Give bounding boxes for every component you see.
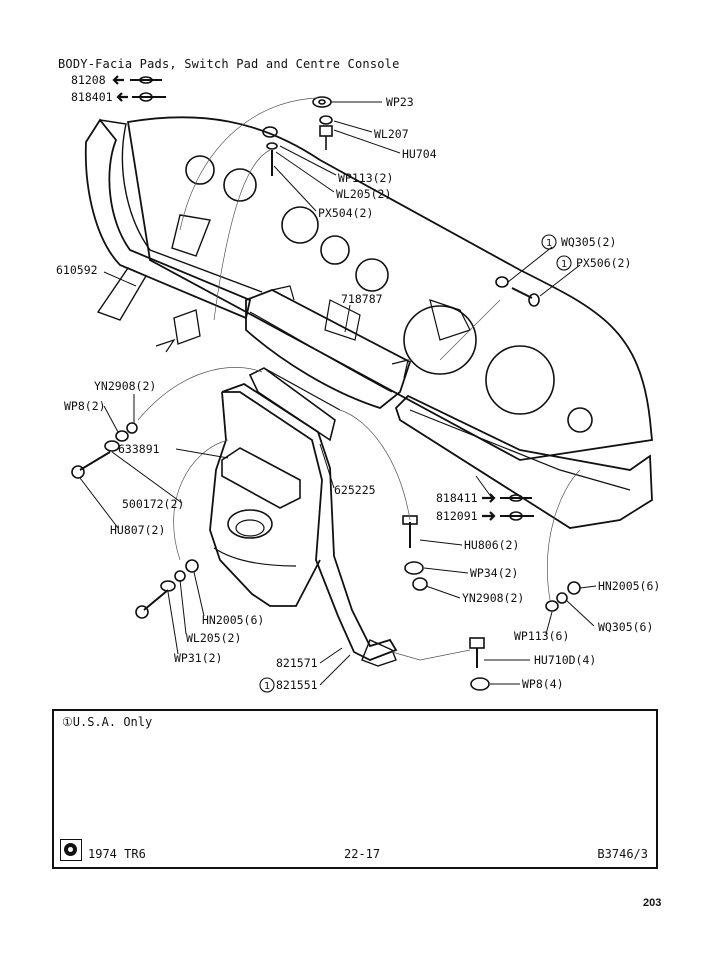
label-wq305-2: WQ305(2) (561, 235, 616, 249)
gauge-hole (223, 168, 257, 202)
label-821571: 821571 (276, 656, 318, 670)
usa-marker-label: 1 (561, 259, 567, 270)
fixing-hn2005-wq305-wp113-right (545, 581, 581, 612)
label-wp113-6: WP113(6) (514, 629, 569, 643)
label-wp31-2: WP31(2) (174, 651, 222, 665)
left-arrow-icon (116, 92, 128, 102)
label-821551: 821551 (276, 678, 318, 692)
facia-pad-610592 (84, 118, 263, 353)
label-hn2005-6-left: HN2005(6) (202, 613, 264, 627)
facia-panel (126, 116, 653, 461)
label-wp23: WP23 (386, 95, 414, 109)
gauge-hole (320, 235, 350, 265)
right-arrow-icon (482, 493, 496, 503)
gauge-hole (281, 206, 319, 244)
label-818411: 818411 (436, 491, 478, 505)
label-wl205-2-low: WL205(2) (186, 631, 241, 645)
legend-box: ①U.S.A. Only 1974 TR6 22-17 B3746/3 (52, 709, 658, 869)
switch-pad-718787 (245, 285, 412, 410)
label-625225: 625225 (334, 483, 376, 497)
part-labels: 81208 818401 WP23 WL207 HU704 WP113(2) W… (56, 73, 660, 692)
centre-console-821571 (209, 383, 398, 667)
drawing-ref: B3746/3 (597, 847, 648, 861)
label-81208: 81208 (71, 73, 106, 87)
label-hu704: HU704 (402, 147, 437, 161)
section-page-ref: 22-17 (344, 847, 381, 861)
fixing-hu710d-wp8 (469, 637, 490, 691)
label-hu710d-4: HU710D(4) (534, 653, 596, 667)
label-hu807-2: HU807(2) (110, 523, 165, 537)
leader-lines (79, 101, 597, 686)
label-yn2908-2-top: YN2908(2) (94, 379, 156, 393)
label-610592: 610592 (56, 263, 98, 277)
assembly-guide-lines (137, 97, 581, 661)
facia-rail-818411 (394, 394, 653, 529)
fixing-wl207-hu704 (319, 115, 333, 150)
diagram-title: BODY-Facia Pads, Switch Pad and Centre C… (58, 57, 400, 71)
label-wp34-2: WP34(2) (470, 566, 518, 580)
stud-812091 (500, 511, 534, 521)
fixing-hn2005-wl205-wp31-left (135, 559, 199, 619)
model-year: 1974 TR6 (88, 847, 146, 861)
console-insert-633891 (221, 447, 301, 509)
page-number: 203 (643, 897, 662, 909)
left-arrow-icon (112, 75, 124, 85)
usa-marker-label: 1 (546, 238, 552, 249)
triumph-logo-icon (60, 839, 82, 861)
label-812091: 812091 (436, 509, 478, 523)
stud-818401 (132, 92, 166, 102)
label-yn2908-2-bottom: YN2908(2) (462, 591, 524, 605)
fixing-wp23-washer (312, 96, 332, 108)
gauge-hole (355, 258, 389, 292)
label-wp8-4: WP8(4) (522, 677, 564, 691)
label-wq305-6: WQ305(6) (598, 620, 653, 634)
label-wp8-2: WP8(2) (64, 399, 106, 413)
fixing-wp113-px504 (262, 126, 278, 176)
label-px504-2: PX504(2) (318, 206, 373, 220)
usa-only-note: ①U.S.A. Only (62, 715, 153, 729)
label-633891: 633891 (118, 442, 160, 456)
speedo-hole (403, 305, 477, 375)
gauge-hole (567, 407, 593, 433)
gauge-hole (185, 155, 215, 185)
label-818401: 818401 (71, 90, 113, 104)
right-arrow-icon (482, 511, 496, 521)
label-px506-2: PX506(2) (576, 256, 631, 270)
label-wl207: WL207 (374, 127, 409, 141)
fixing-hu807-wp8-yn2908 (71, 422, 138, 479)
label-wp113-2: WP113(2) (338, 171, 393, 185)
label-hn2005-6-right: HN2005(6) (598, 579, 660, 593)
label-wl205-2: WL205(2) (336, 187, 391, 201)
console-bracket-625225 (248, 367, 341, 442)
label-718787: 718787 (341, 292, 383, 306)
label-500172-2: 500172(2) (122, 497, 184, 511)
fixing-wq305-px506 (495, 276, 540, 307)
stud-818411 (500, 494, 532, 502)
usa-marker-label: 1 (264, 681, 270, 692)
label-hu806-2: HU806(2) (464, 538, 519, 552)
stud-81208 (130, 76, 162, 84)
fixing-hu806-wp34-yn2908 (402, 515, 428, 591)
tacho-hole (485, 345, 555, 415)
usa-marker (259, 234, 572, 693)
